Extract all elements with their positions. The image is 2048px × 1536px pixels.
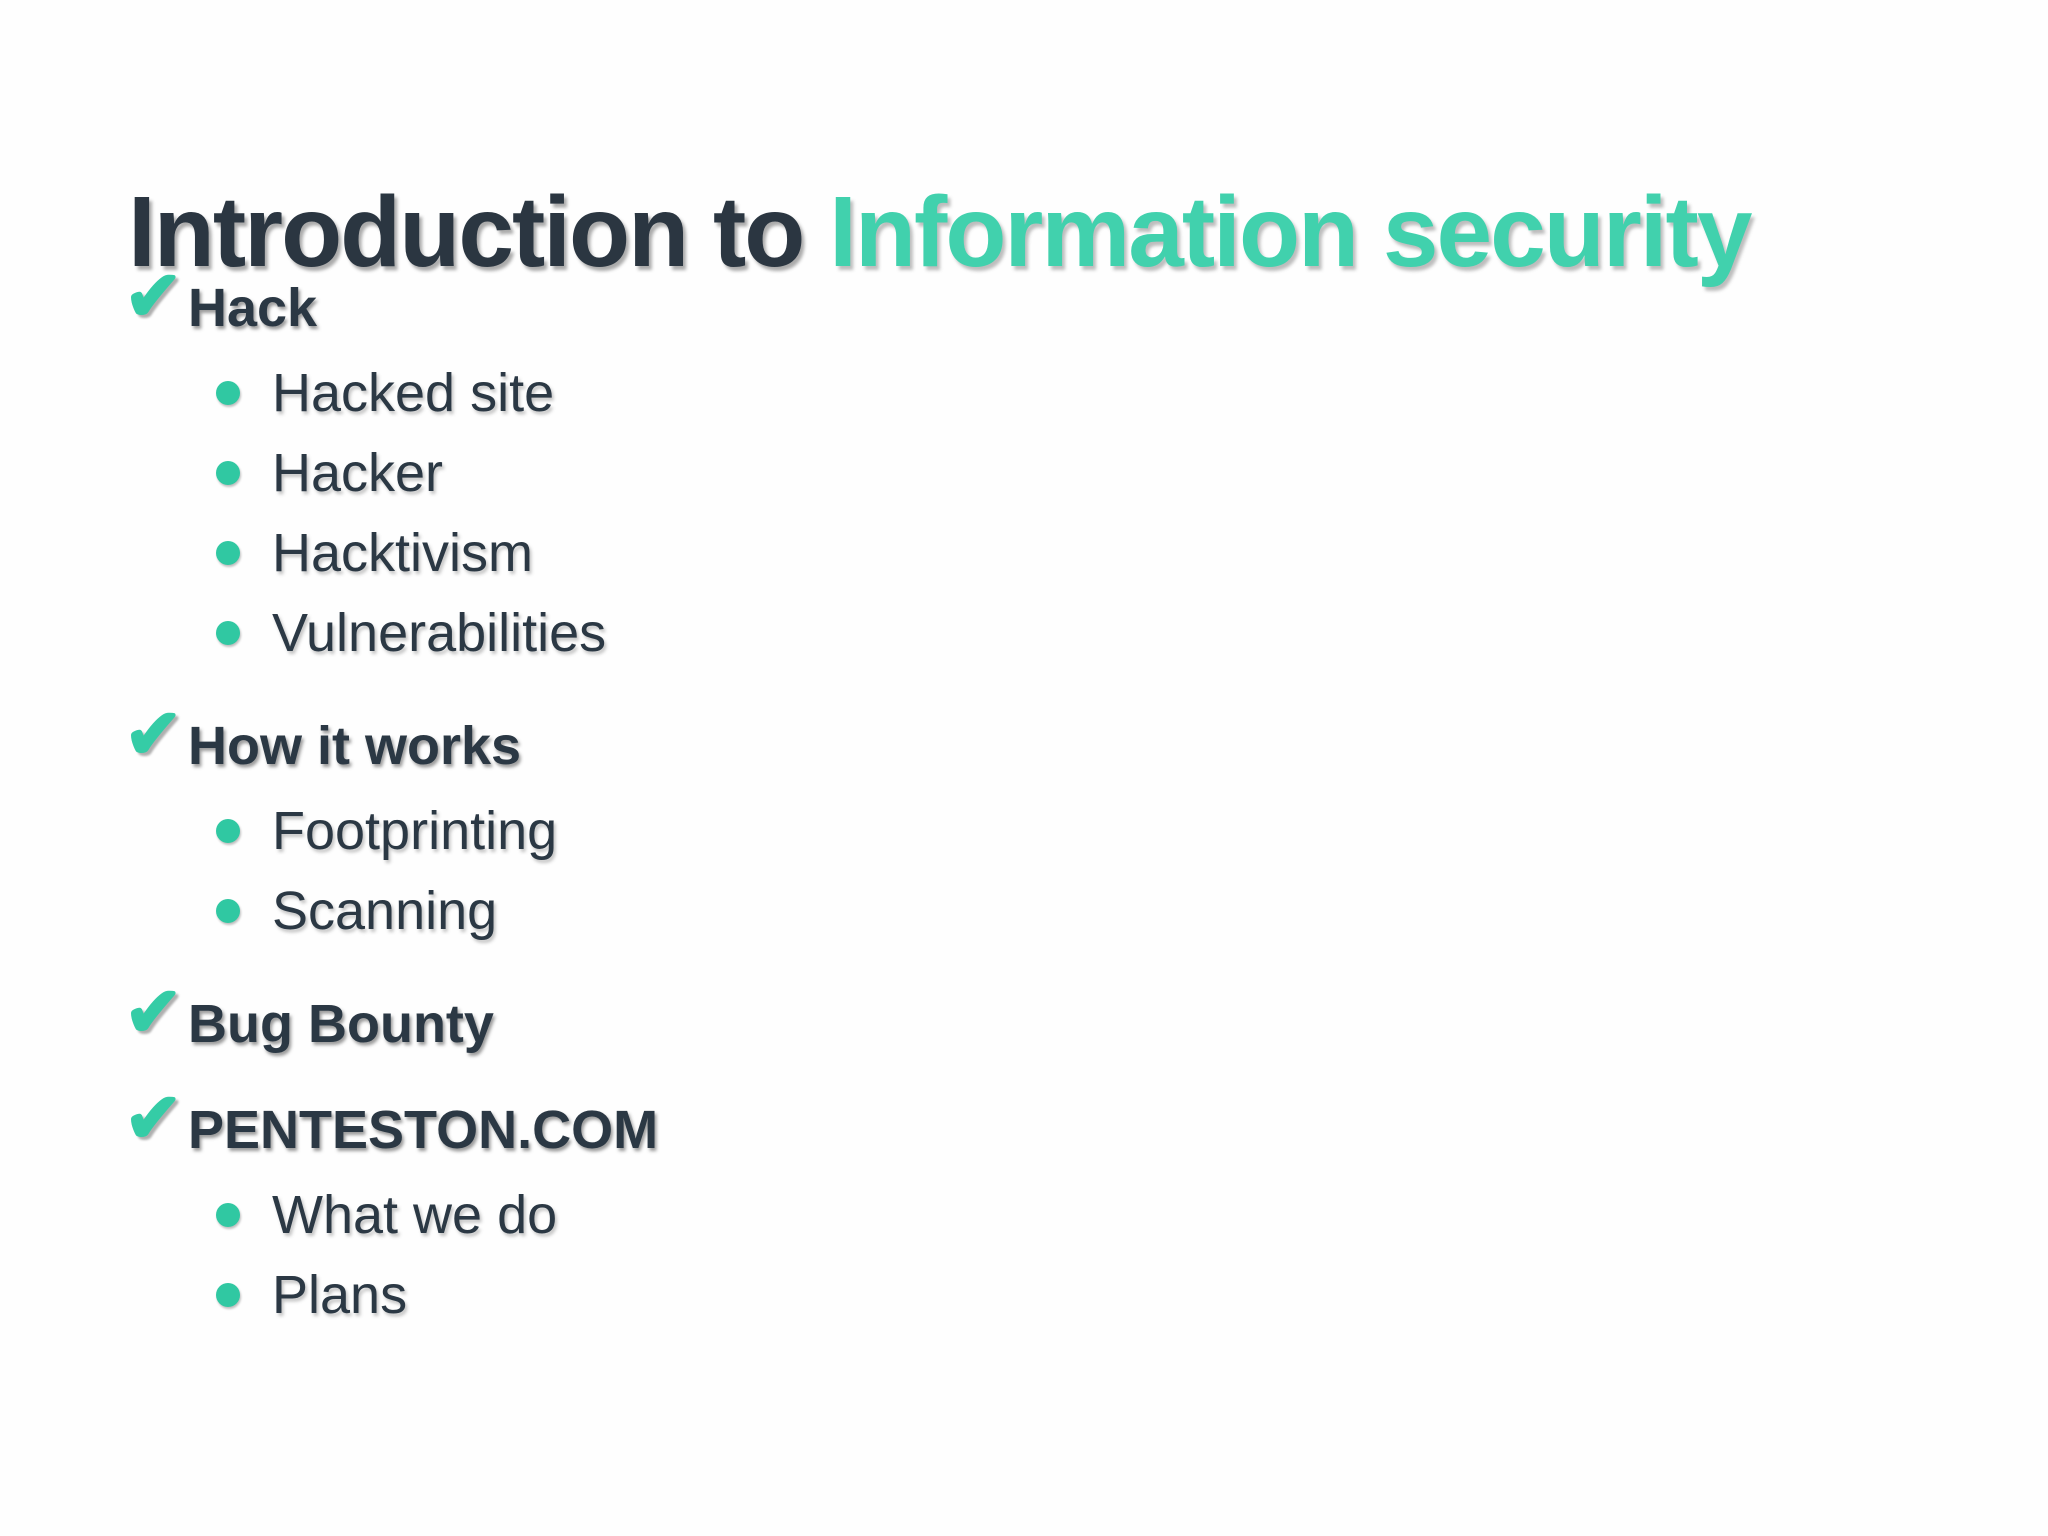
outline-sub-label: Hacktivism bbox=[272, 523, 534, 583]
bullet-dot-icon bbox=[216, 621, 240, 645]
outline-section-header: ✔ Bug Bounty bbox=[124, 977, 1630, 1057]
bullet-dot-icon bbox=[216, 1203, 240, 1227]
outline-sub-label: Plans bbox=[272, 1265, 408, 1325]
check-icon: ✔ bbox=[124, 257, 183, 335]
outline-sub-label: Hacked site bbox=[272, 363, 555, 423]
outline-section-label: How it works bbox=[188, 716, 522, 776]
outline-section-header: ✔ Hack bbox=[124, 261, 1630, 341]
bullet-dot-icon bbox=[216, 541, 240, 565]
outline-sub-label: What we do bbox=[272, 1185, 558, 1245]
check-icon: ✔ bbox=[124, 695, 183, 773]
outline-section-header: ✔ How it works bbox=[124, 699, 1630, 779]
check-icon: ✔ bbox=[124, 1079, 183, 1157]
outline-section: ✔ PENTESTON.COM What we do Plans bbox=[124, 1083, 1630, 1335]
outline-section-label: Hack bbox=[188, 278, 318, 338]
outline-section: ✔ Bug Bounty bbox=[124, 977, 1630, 1057]
check-icon: ✔ bbox=[124, 973, 183, 1051]
outline-sub-item: Scanning bbox=[130, 871, 1630, 951]
outline-sub-item: What we do bbox=[130, 1175, 1630, 1255]
outline-section-label: Bug Bounty bbox=[188, 994, 494, 1054]
bullet-dot-icon bbox=[216, 899, 240, 923]
bullet-dot-icon bbox=[216, 1283, 240, 1307]
slide-title-highlight: Information security bbox=[829, 176, 1752, 288]
outline-sub-label: Scanning bbox=[272, 881, 498, 941]
slide-title-prefix: Introduction to bbox=[128, 176, 830, 288]
outline-sub-label: Footprinting bbox=[272, 801, 558, 861]
outline-sub-label: Vulnerabilities bbox=[272, 603, 607, 663]
outline-sub-item: Hacker bbox=[130, 433, 1630, 513]
outline-sub-list: What we do Plans bbox=[130, 1175, 1630, 1335]
slide-title: Introduction to Information security bbox=[128, 176, 1752, 288]
outline-sub-item: Hacked site bbox=[130, 353, 1630, 433]
outline-sub-label: Hacker bbox=[272, 443, 444, 503]
outline-section-label: PENTESTON.COM bbox=[188, 1100, 659, 1160]
outline-sub-item: Vulnerabilities bbox=[130, 593, 1630, 673]
bullet-dot-icon bbox=[216, 381, 240, 405]
outline-sub-item: Footprinting bbox=[130, 791, 1630, 871]
bullet-dot-icon bbox=[216, 461, 240, 485]
outline-sub-item: Plans bbox=[130, 1255, 1630, 1335]
bullet-dot-icon bbox=[216, 819, 240, 843]
outline-section-header: ✔ PENTESTON.COM bbox=[124, 1083, 1630, 1163]
outline-sub-item: Hacktivism bbox=[130, 513, 1630, 593]
